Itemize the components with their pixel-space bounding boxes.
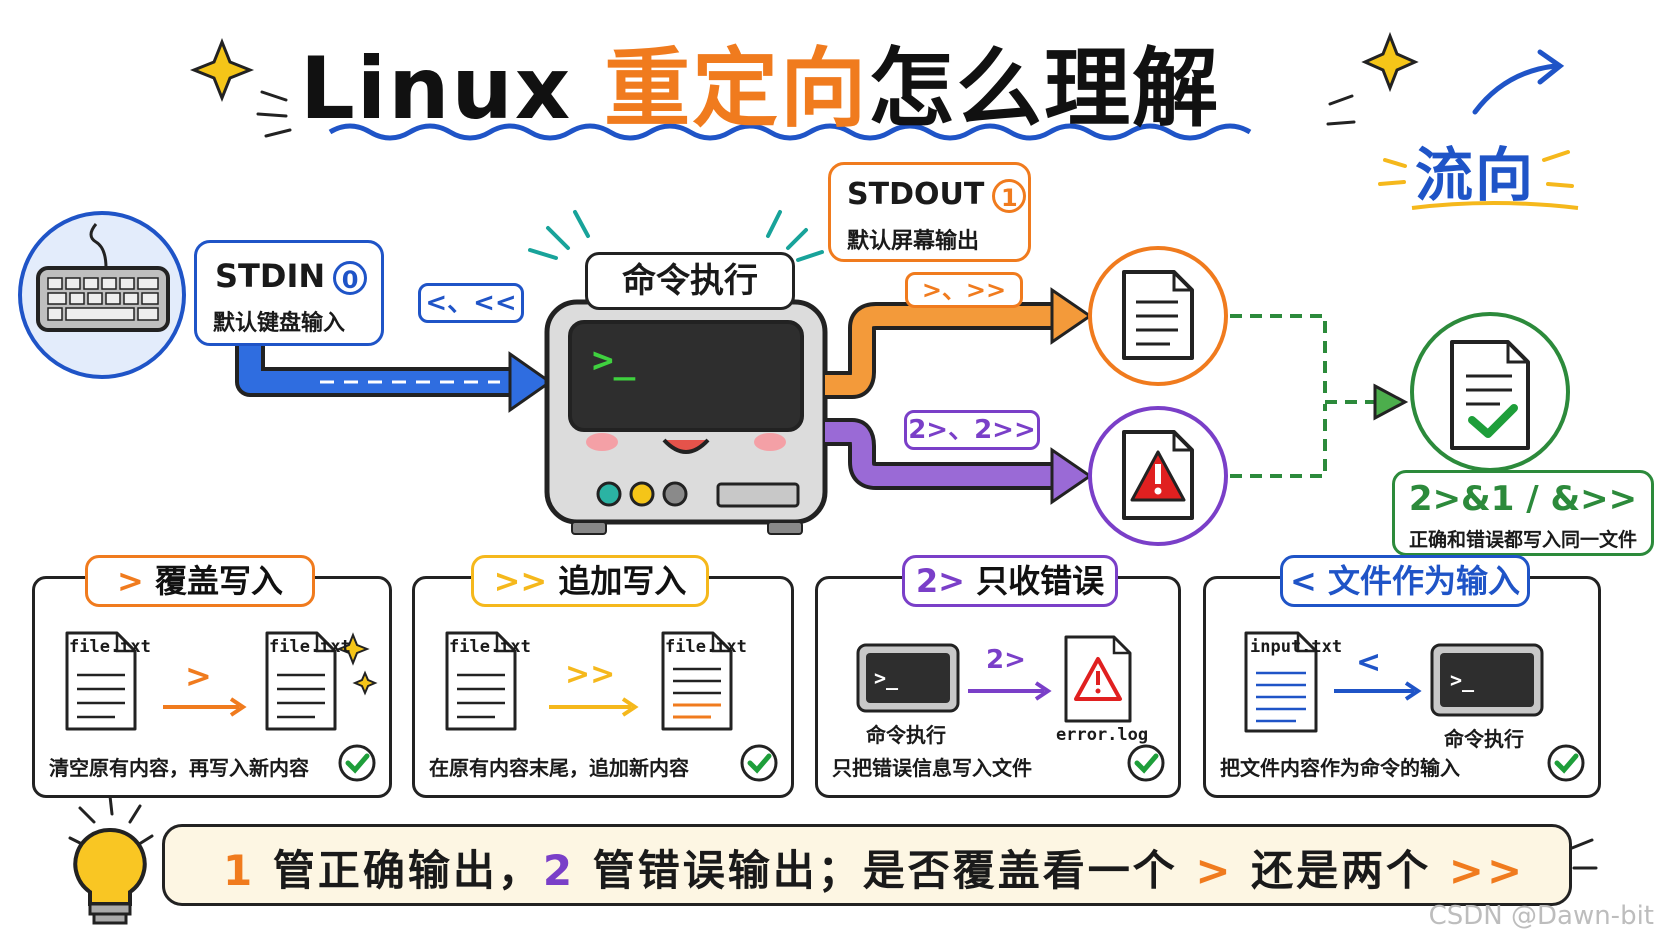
error-operator-label: 2>、2>>	[904, 410, 1040, 450]
panel-overwrite-desc: 清空原有内容，再写入新内容	[49, 756, 309, 780]
panel-error-cmd-caption: 命令执行	[866, 723, 946, 747]
panel-input-cmd-caption: 命令执行	[1444, 727, 1524, 751]
stdin-desc: 默认键盘输入	[213, 311, 346, 336]
panel-error-title-text: 只收错误	[976, 562, 1105, 600]
panel-overwrite-symbol: >	[117, 562, 144, 600]
title-part-2: 重定向	[604, 39, 869, 139]
panel-input-title-text: 文件作为输入	[1327, 562, 1520, 600]
file-icon	[65, 631, 137, 731]
flow-label: 流向	[1415, 141, 1536, 209]
page-title: Linux 重定向怎么理解	[300, 18, 1220, 143]
terminal-icon: >_	[1430, 643, 1544, 717]
keyboard-icon	[18, 211, 186, 379]
lightbulb-icon	[68, 794, 154, 925]
svg-text:>_: >_	[874, 666, 899, 690]
panel-error-file-b: error.log	[1056, 725, 1149, 745]
file-icon	[445, 631, 517, 731]
file-icon	[1244, 631, 1318, 733]
panel-overwrite-arrow-label: >	[185, 657, 212, 695]
check-circle-icon	[1127, 744, 1165, 782]
terminal-computer-icon: >_	[528, 210, 828, 535]
panel-file-input: < 文件作为输入 >_ input.txt < 命令执行 把文件内容作为命令的输…	[1203, 555, 1601, 798]
stdin-label: STDIN	[215, 257, 326, 295]
combined-ops: 2>&1 / &>>	[1408, 479, 1638, 519]
command-label: 命令执行	[585, 252, 795, 310]
banner-text-2: 管错误输出；是否覆盖看一个	[575, 846, 1196, 895]
panel-input-arrow-label: <	[1356, 645, 1382, 680]
panel-append: >> 追加写入 file.txt file.txt >> 在原有内容末尾，追加新…	[412, 555, 794, 798]
summary-text: 1 管正确输出，2 管错误输出；是否覆盖看一个 > 还是两个 >>	[223, 837, 1525, 898]
banner-num-2: 2	[542, 846, 576, 895]
panel-append-graphic	[445, 631, 733, 731]
panel-error-graphic: >_	[856, 635, 1132, 723]
combined-file-icon	[1410, 312, 1570, 472]
panel-input-file-a: input.txt	[1250, 637, 1343, 657]
banner-text-1: 管正确输出，	[255, 846, 543, 895]
check-circle-icon	[338, 744, 376, 782]
title-underline	[328, 123, 1252, 141]
panel-overwrite-title-text: 覆盖写入	[154, 562, 283, 600]
panel-append-title-text: 追加写入	[558, 562, 687, 600]
output-operator-label: >、>>	[905, 272, 1023, 308]
error-file-icon	[1088, 406, 1228, 546]
title-part-1: Linux	[300, 39, 605, 139]
combined-desc: 正确和错误都写入同一文件	[1408, 529, 1637, 551]
panel-error-desc: 只把错误信息写入文件	[832, 756, 1032, 780]
panel-append-desc: 在原有内容末尾，追加新内容	[429, 756, 689, 780]
sparkle-icon	[352, 670, 378, 696]
stdout-fd-badge: 1	[992, 178, 1027, 213]
panel-append-symbol: >>	[493, 562, 548, 600]
watermark: CSDN @Dawn-bit	[1428, 901, 1654, 931]
panel-append-arrow-label: >>	[565, 657, 616, 692]
panel-input-graphic: >_	[1244, 631, 1544, 733]
panel-input-symbol: <	[1290, 562, 1317, 600]
banner-num-1: 1	[223, 846, 256, 895]
stdin-fd-badge: 0	[333, 261, 368, 295]
summary-banner: 1 管正确输出，2 管错误输出；是否覆盖看一个 > 还是两个 >>	[162, 824, 1572, 906]
panel-error-arrow-label: 2>	[986, 645, 1026, 675]
file-icon	[265, 631, 337, 731]
panel-overwrite-graphic	[65, 631, 378, 731]
panel-append-file-a: file.txt	[449, 637, 531, 657]
panel-input-title: < 文件作为输入	[1280, 555, 1530, 607]
output-file-icon	[1088, 246, 1228, 386]
check-circle-icon	[1547, 744, 1585, 782]
banner-text-3: 还是两个	[1233, 846, 1449, 895]
panel-overwrite-file-a: file.txt	[69, 637, 151, 657]
panel-overwrite: > 覆盖写入 file.txt file.txt > 清空原有内容，再写入新内容	[32, 555, 392, 798]
sparkle-icon	[336, 632, 370, 666]
panel-append-file-b: file.txt	[665, 637, 747, 657]
input-operator-label: <、<<	[418, 283, 524, 323]
stdout-label: STDOUT	[847, 177, 985, 212]
panel-error-title: 2> 只收错误	[902, 555, 1118, 607]
panel-append-title: >> 追加写入	[471, 555, 709, 607]
panel-input-desc: 把文件内容作为命令的输入	[1220, 756, 1460, 780]
stdout-desc: 默认屏幕输出	[847, 229, 980, 254]
svg-text:>_: >_	[1450, 668, 1475, 692]
panel-error-only: 2> 只收错误 >_ 2> 命令执行 error.log 只把错误信息写入文件	[815, 555, 1181, 798]
error-file-icon	[1064, 635, 1132, 723]
banner-op-1: >	[1195, 846, 1234, 895]
banner-op-2: >>	[1448, 846, 1526, 895]
panel-overwrite-title: > 覆盖写入	[85, 555, 315, 607]
terminal-icon: >_	[856, 643, 960, 713]
title-part-3: 怎么理解	[868, 39, 1221, 139]
check-circle-icon	[740, 744, 778, 782]
file-icon	[661, 631, 733, 731]
svg-text:>_: >_	[592, 340, 636, 381]
panel-error-symbol: 2>	[915, 562, 965, 600]
panel-overwrite-file-b: file.txt	[269, 637, 351, 657]
sparkle-icon	[189, 31, 1419, 103]
combined-redirect-box: 2>&1 / &>> 正确和错误都写入同一文件	[1392, 470, 1654, 556]
